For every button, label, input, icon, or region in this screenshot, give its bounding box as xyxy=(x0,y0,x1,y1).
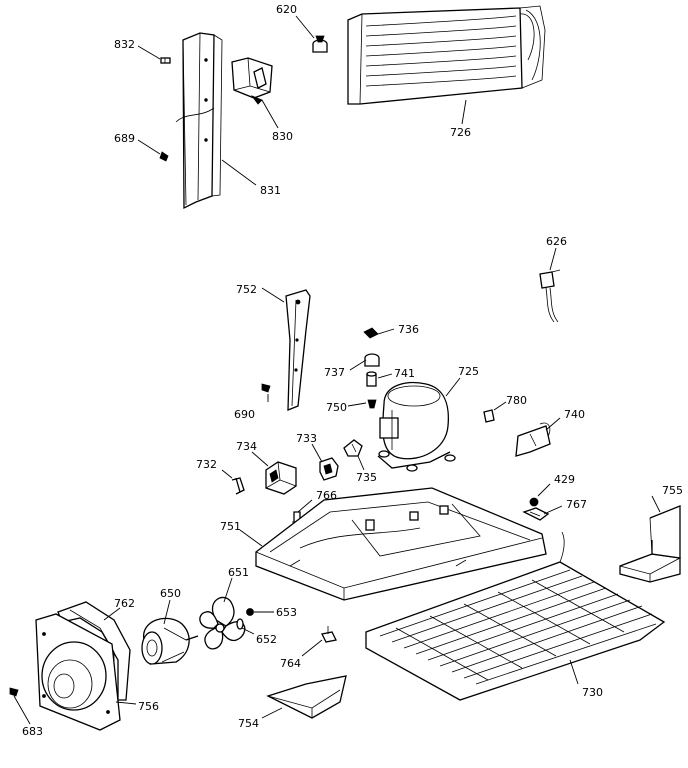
part-830-relay xyxy=(231,57,273,105)
part-734-relay xyxy=(265,461,297,495)
label-740: 740 xyxy=(564,408,585,421)
part-730-coil xyxy=(365,531,666,701)
label-733: 733 xyxy=(296,432,317,445)
label-735: 735 xyxy=(356,471,377,484)
part-752-bracket xyxy=(285,289,311,411)
label-762: 762 xyxy=(114,597,135,610)
label-736: 736 xyxy=(398,323,419,336)
label-732: 732 xyxy=(196,458,217,471)
label-754: 754 xyxy=(238,717,259,730)
part-736-clip xyxy=(363,327,379,339)
label-626: 626 xyxy=(546,235,567,248)
label-755: 755 xyxy=(662,484,683,497)
label-620: 620 xyxy=(276,3,297,16)
part-labels: 620 832 689 830 831 726 626 752 736 737 … xyxy=(22,3,683,738)
label-830: 830 xyxy=(272,130,293,143)
part-735-cover xyxy=(343,439,363,457)
label-756: 756 xyxy=(138,700,159,713)
part-725-compressor xyxy=(377,381,456,472)
part-626-cord xyxy=(539,269,561,323)
part-832-screw xyxy=(160,57,171,64)
part-754-drain-pan xyxy=(266,675,347,719)
part-733-overload xyxy=(319,457,339,481)
label-429: 429 xyxy=(554,473,575,486)
label-832: 832 xyxy=(114,38,135,51)
label-730: 730 xyxy=(582,686,603,699)
label-741: 741 xyxy=(394,367,415,380)
label-751: 751 xyxy=(220,520,241,533)
part-689-screw xyxy=(159,151,169,162)
label-726: 726 xyxy=(450,126,471,139)
part-755-bracket xyxy=(619,505,681,583)
label-725: 725 xyxy=(458,365,479,378)
label-734: 734 xyxy=(236,440,257,453)
part-831-channel xyxy=(175,32,223,210)
part-653-nut xyxy=(246,608,254,616)
part-726-condenser xyxy=(347,5,546,105)
leader-lines xyxy=(13,15,661,725)
part-741-sleeve xyxy=(366,371,377,387)
part-732-clip xyxy=(231,477,245,495)
label-780: 780 xyxy=(506,394,527,407)
part-740-bracket xyxy=(515,422,551,457)
part-756-fan-shroud xyxy=(35,613,121,731)
part-690-screw xyxy=(261,383,271,393)
part-737-grommet xyxy=(364,353,380,367)
part-652-washer xyxy=(236,618,244,630)
label-652: 652 xyxy=(256,633,277,646)
part-429-screw xyxy=(529,497,539,507)
part-620-knob xyxy=(312,35,328,53)
part-750-bolt xyxy=(367,399,377,409)
label-764: 764 xyxy=(280,657,301,670)
label-650: 650 xyxy=(160,587,181,600)
part-780-clip xyxy=(483,409,495,423)
part-751-base-pan xyxy=(255,487,547,601)
label-750: 750 xyxy=(326,401,347,414)
part-650-fan-motor xyxy=(141,617,199,665)
label-752: 752 xyxy=(236,283,257,296)
label-767: 767 xyxy=(566,498,587,511)
label-651: 651 xyxy=(228,566,249,579)
part-683-screw xyxy=(9,687,19,697)
label-653: 653 xyxy=(276,606,297,619)
label-689: 689 xyxy=(114,132,135,145)
label-766: 766 xyxy=(316,489,337,502)
label-683: 683 xyxy=(22,725,43,738)
part-767-bracket xyxy=(522,507,550,521)
label-831: 831 xyxy=(260,184,281,197)
part-764-clip xyxy=(321,626,337,643)
label-690: 690 xyxy=(234,408,255,421)
label-737: 737 xyxy=(324,366,345,379)
